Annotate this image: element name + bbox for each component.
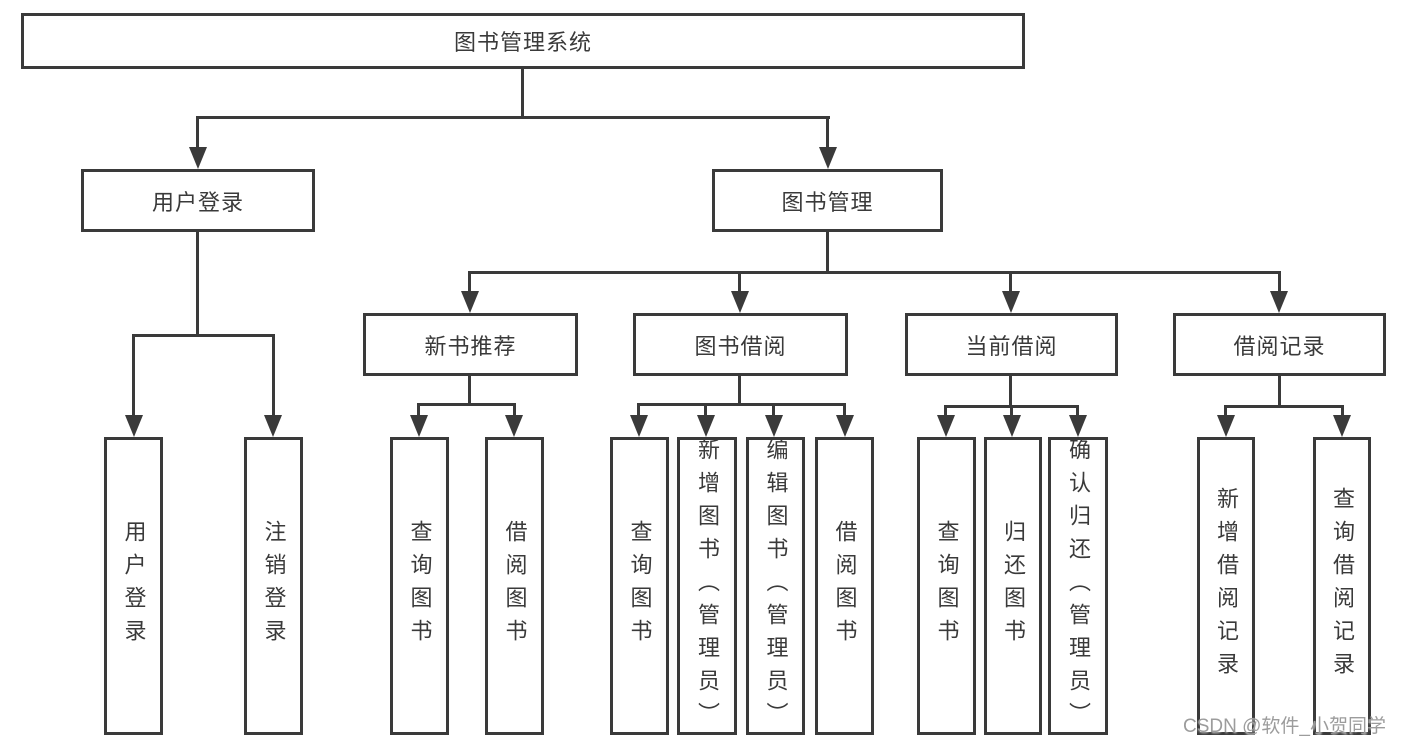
edge-leaf-stem [1278,271,1281,299]
edge-to-user-login-stem [196,116,199,154]
node-new-book-recommend: 新书推荐 [363,313,578,376]
edge-new-book-split [417,403,516,406]
edge-borrowing-records-split [1224,405,1344,408]
edge-root-split [196,116,830,119]
leaf-borrow-books: 借阅图书 [815,437,874,735]
node-label: 图书管理系统 [453,30,592,55]
node-label: 借阅图书 [502,520,528,652]
arrow-down-icon [1003,415,1021,437]
node-borrowing-records: 借阅记录 [1173,313,1386,376]
node-label: 查询图书 [627,520,653,652]
node-label: 借阅图书 [832,520,858,652]
node-label: 当前借阅 [965,333,1058,359]
node-label: 查询图书 [407,520,433,652]
leaf-query-books: 查询图书 [610,437,669,735]
node-current-borrowing: 当前借阅 [905,313,1118,376]
arrow-down-icon [1002,291,1020,313]
edge-leaf-stem [1009,271,1012,299]
node-label: 图书借阅 [694,333,787,359]
edge-leaf-stem [132,334,135,424]
node-label: 新增借阅记录 [1214,487,1239,685]
arrow-down-icon [1069,415,1087,437]
arrow-down-icon [461,291,479,313]
edge-leaf-stem [738,271,741,299]
arrow-down-icon [410,415,428,437]
edge-leaf-stem [468,271,471,299]
node-label: 注销登录 [261,520,287,652]
arrow-down-icon [1217,415,1235,437]
node-root-system: 图书管理系统 [21,13,1025,69]
edge-root-stem [521,69,524,119]
leaf-logout: 注销登录 [244,437,303,735]
node-user-login: 用户登录 [81,169,315,232]
leaf-confirm-return-admin: 确认归还（管理员） [1048,437,1108,735]
arrow-down-icon [731,291,749,313]
edge-leaf-stem [704,403,707,425]
leaf-user-login: 用户登录 [104,437,163,735]
edge-leaf-stem [417,403,420,425]
node-label: 查询借阅记录 [1330,487,1355,685]
edge-book-borrowing-split [637,403,846,406]
arrow-down-icon [189,147,207,169]
arrow-down-icon [505,415,523,437]
edge-leaf-stem [843,403,846,425]
edge-book-management-stem [826,232,829,274]
leaf-borrow-books: 借阅图书 [485,437,544,735]
node-label: 确认归还（管理员） [1066,437,1091,735]
node-book-borrowing: 图书借阅 [633,313,848,376]
node-label: 查询图书 [934,520,960,652]
arrow-down-icon [697,415,715,437]
arrow-down-icon [1333,415,1351,437]
arrow-down-icon [836,415,854,437]
edge-leaf-stem [513,403,516,425]
node-label: 用户登录 [151,189,244,215]
arrow-down-icon [125,415,143,437]
node-book-management: 图书管理 [712,169,943,232]
arrow-down-icon [264,415,282,437]
leaf-add-borrow-record: 新增借阅记录 [1197,437,1255,735]
node-label: 用户登录 [121,520,147,652]
leaf-query-books: 查询图书 [390,437,449,735]
edge-leaf-stem [637,403,640,425]
edge-user-login-stem [196,232,199,337]
node-label: 新增图书（管理员） [695,437,720,735]
edge-book-management-split [468,271,1281,274]
edge-current-borrowing-stem [1009,376,1012,407]
leaf-query-books: 查询图书 [917,437,976,735]
node-label: 借阅记录 [1233,333,1326,359]
node-label: 图书管理 [781,189,874,215]
edge-borrowing-records-stem [1278,376,1281,407]
arrow-down-icon [819,147,837,169]
arrow-down-icon [937,415,955,437]
leaf-return-books: 归还图书 [984,437,1042,735]
edge-new-book-stem [468,376,471,406]
edge-leaf-stem [772,403,775,425]
edge-user-login-split [132,334,275,337]
edge-leaf-stem [272,334,275,424]
edge-to-book-management-stem [826,116,829,154]
leaf-edit-books-admin: 编辑图书（管理员） [746,437,805,735]
node-label: 新书推荐 [424,333,517,359]
arrow-down-icon [1270,291,1288,313]
arrow-down-icon [630,415,648,437]
arrow-down-icon [765,415,783,437]
csdn-watermark: CSDN @软件_小贺同学 [1183,716,1386,737]
node-label: 归还图书 [1001,520,1026,652]
node-label: 编辑图书（管理员） [763,437,789,735]
edge-book-borrowing-stem [738,376,741,406]
leaf-query-borrow-record: 查询借阅记录 [1313,437,1371,735]
leaf-add-books-admin: 新增图书（管理员） [677,437,737,735]
